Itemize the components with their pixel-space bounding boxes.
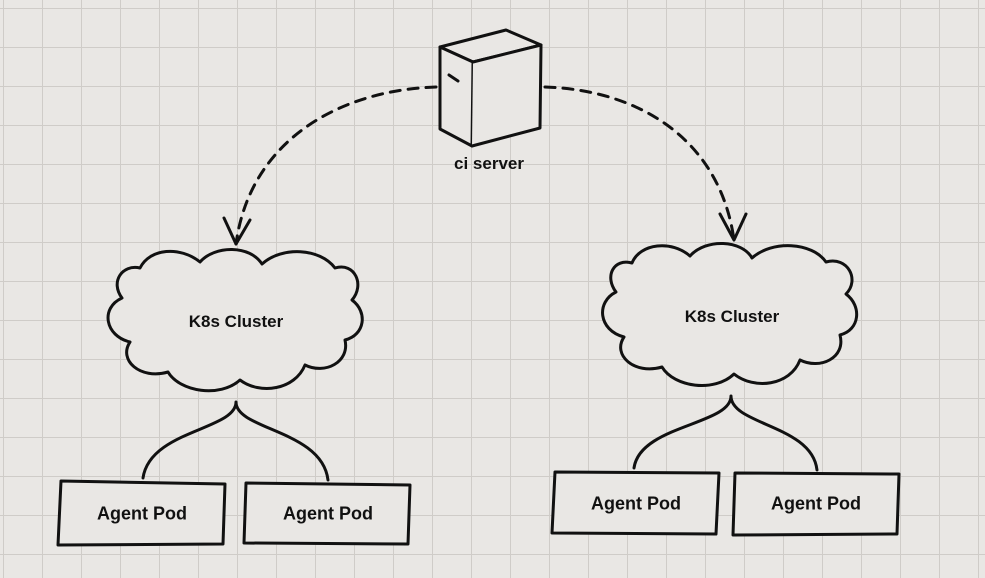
connector-cluster-right-to-pods: [632, 394, 819, 472]
agent-pod-box[interactable]: [242, 481, 412, 546]
agent-pod-box[interactable]: [550, 470, 721, 536]
cloud-icon[interactable]: [601, 242, 859, 388]
server-icon[interactable]: [438, 28, 543, 148]
agent-pod-label: Agent Pod: [283, 503, 373, 524]
cloud-icon[interactable]: [106, 248, 364, 393]
arrowhead-left: [222, 216, 252, 246]
agent-pod-box[interactable]: [56, 479, 227, 547]
connector-server-to-cluster-left: [234, 85, 438, 246]
arrowhead-right: [718, 212, 748, 242]
agent-pod-label: Agent Pod: [771, 493, 861, 514]
agent-pod-label: Agent Pod: [97, 503, 187, 524]
connector-server-to-cluster-right: [543, 85, 736, 242]
agent-pod-label: Agent Pod: [591, 493, 681, 514]
server-label: ci server: [454, 154, 524, 173]
agent-pod-box[interactable]: [731, 471, 901, 537]
cluster-label: K8s Cluster: [684, 307, 780, 326]
connector-cluster-left-to-pods: [141, 400, 330, 482]
cluster-label: K8s Cluster: [188, 312, 284, 331]
